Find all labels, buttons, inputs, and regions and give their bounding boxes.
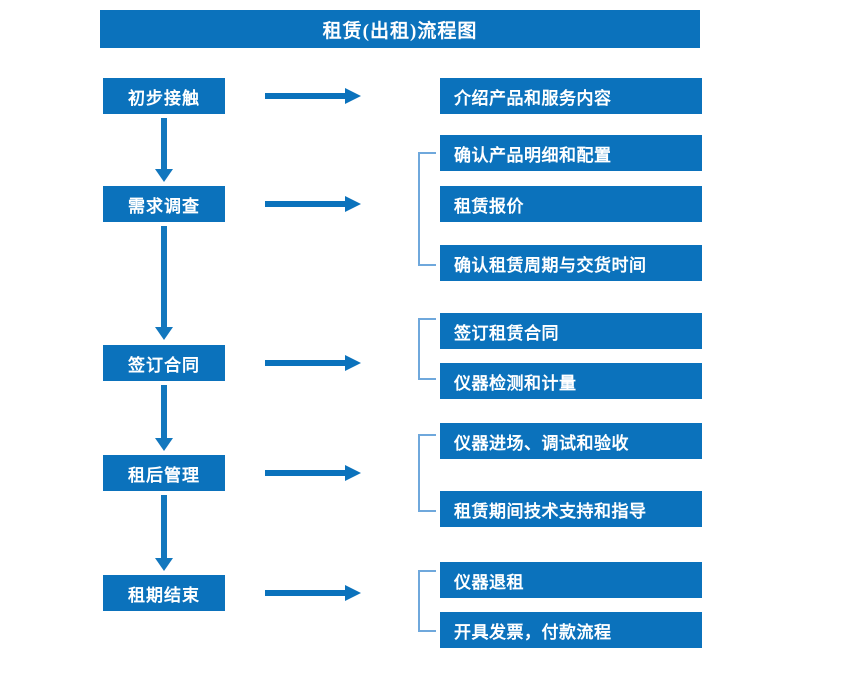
- stage-box-zuhou-guanli[interactable]: 租后管理: [103, 455, 225, 491]
- flow-arrow-down-1: [155, 118, 173, 182]
- stage-box-zuqi-jieshu[interactable]: 租期结束: [103, 575, 225, 611]
- detail-arrow-right-2: [265, 196, 361, 212]
- group-bracket-zuhou-guanli: [418, 434, 436, 512]
- detail-box-kaiju-fapiao[interactable]: 开具发票，付款流程: [440, 612, 702, 648]
- group-bracket-zuqi-jieshu: [418, 570, 436, 632]
- detail-box-yiqi-jiance-jiliang[interactable]: 仪器检测和计量: [440, 363, 702, 399]
- flow-arrow-down-2: [155, 226, 173, 340]
- group-bracket-qianding-hetong: [418, 318, 436, 380]
- stage-box-xuqiu-diaocha[interactable]: 需求调查: [103, 186, 225, 222]
- detail-box-zulin-baojia[interactable]: 租赁报价: [440, 186, 702, 222]
- detail-arrow-right-5: [265, 585, 361, 601]
- stage-box-chubu-jiechu[interactable]: 初步接触: [103, 78, 225, 114]
- detail-box-queren-zulin-zhouqi[interactable]: 确认租赁周期与交货时间: [440, 245, 702, 281]
- group-bracket-xuqiu-diaocha: [418, 152, 436, 266]
- stage-box-qianding-hetong[interactable]: 签订合同: [103, 345, 225, 381]
- flow-arrow-down-3: [155, 385, 173, 451]
- flow-arrow-down-4: [155, 495, 173, 571]
- detail-box-jieshao-chanpin[interactable]: 介绍产品和服务内容: [440, 78, 702, 114]
- detail-box-queren-chanpin-mingxi[interactable]: 确认产品明细和配置: [440, 135, 702, 171]
- detail-arrow-right-1: [265, 88, 361, 104]
- detail-box-zulin-qijian-jishu-zhichi[interactable]: 租赁期间技术支持和指导: [440, 491, 702, 527]
- detail-box-qianding-zulin-hetong[interactable]: 签订租赁合同: [440, 313, 702, 349]
- detail-arrow-right-4: [265, 465, 361, 481]
- detail-box-yiqi-tuizu[interactable]: 仪器退租: [440, 562, 702, 598]
- detail-box-yiqi-jinchang-tiaoshi[interactable]: 仪器进场、调试和验收: [440, 423, 702, 459]
- detail-arrow-right-3: [265, 355, 361, 371]
- flowchart-title: 租赁(出租)流程图: [100, 10, 700, 48]
